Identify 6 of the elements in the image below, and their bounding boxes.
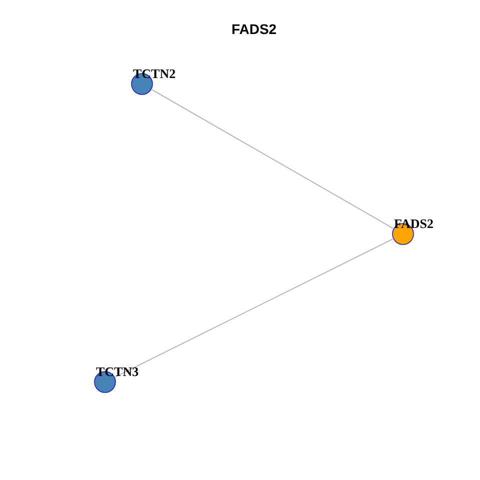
- node-label: TCTN2: [133, 67, 176, 80]
- node-label: FADS2: [394, 217, 434, 230]
- chart-title: FADS2: [231, 20, 277, 38]
- node-label: TCTN3: [96, 365, 139, 378]
- edge-line: [152, 89, 394, 229]
- edge-line: [114, 238, 394, 378]
